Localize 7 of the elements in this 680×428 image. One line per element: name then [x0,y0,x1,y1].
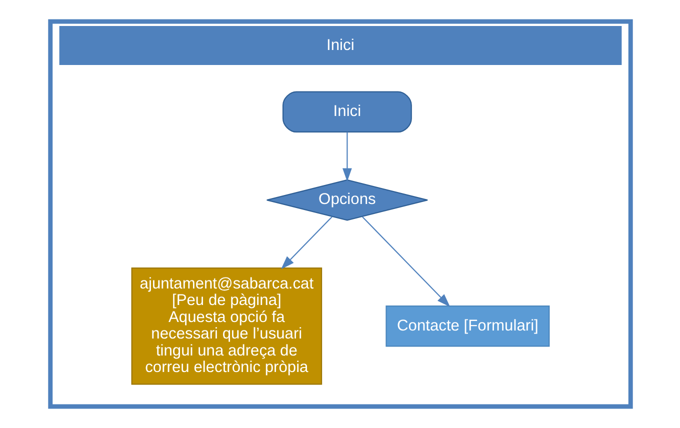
arrow [362,216,450,308]
node-diamond: Opcions [266,179,428,221]
node-box: ajuntament@sabarca.cat [Peu de pàgina] Aquesta opció fa necessari que l’usuari tingui una adreça de correu electrònic pròpia [130,268,322,385]
arrow [280,216,332,270]
arrow [342,132,352,182]
node-box: Inici [282,91,412,133]
node-box: Contacte [Formulari] [385,306,550,347]
